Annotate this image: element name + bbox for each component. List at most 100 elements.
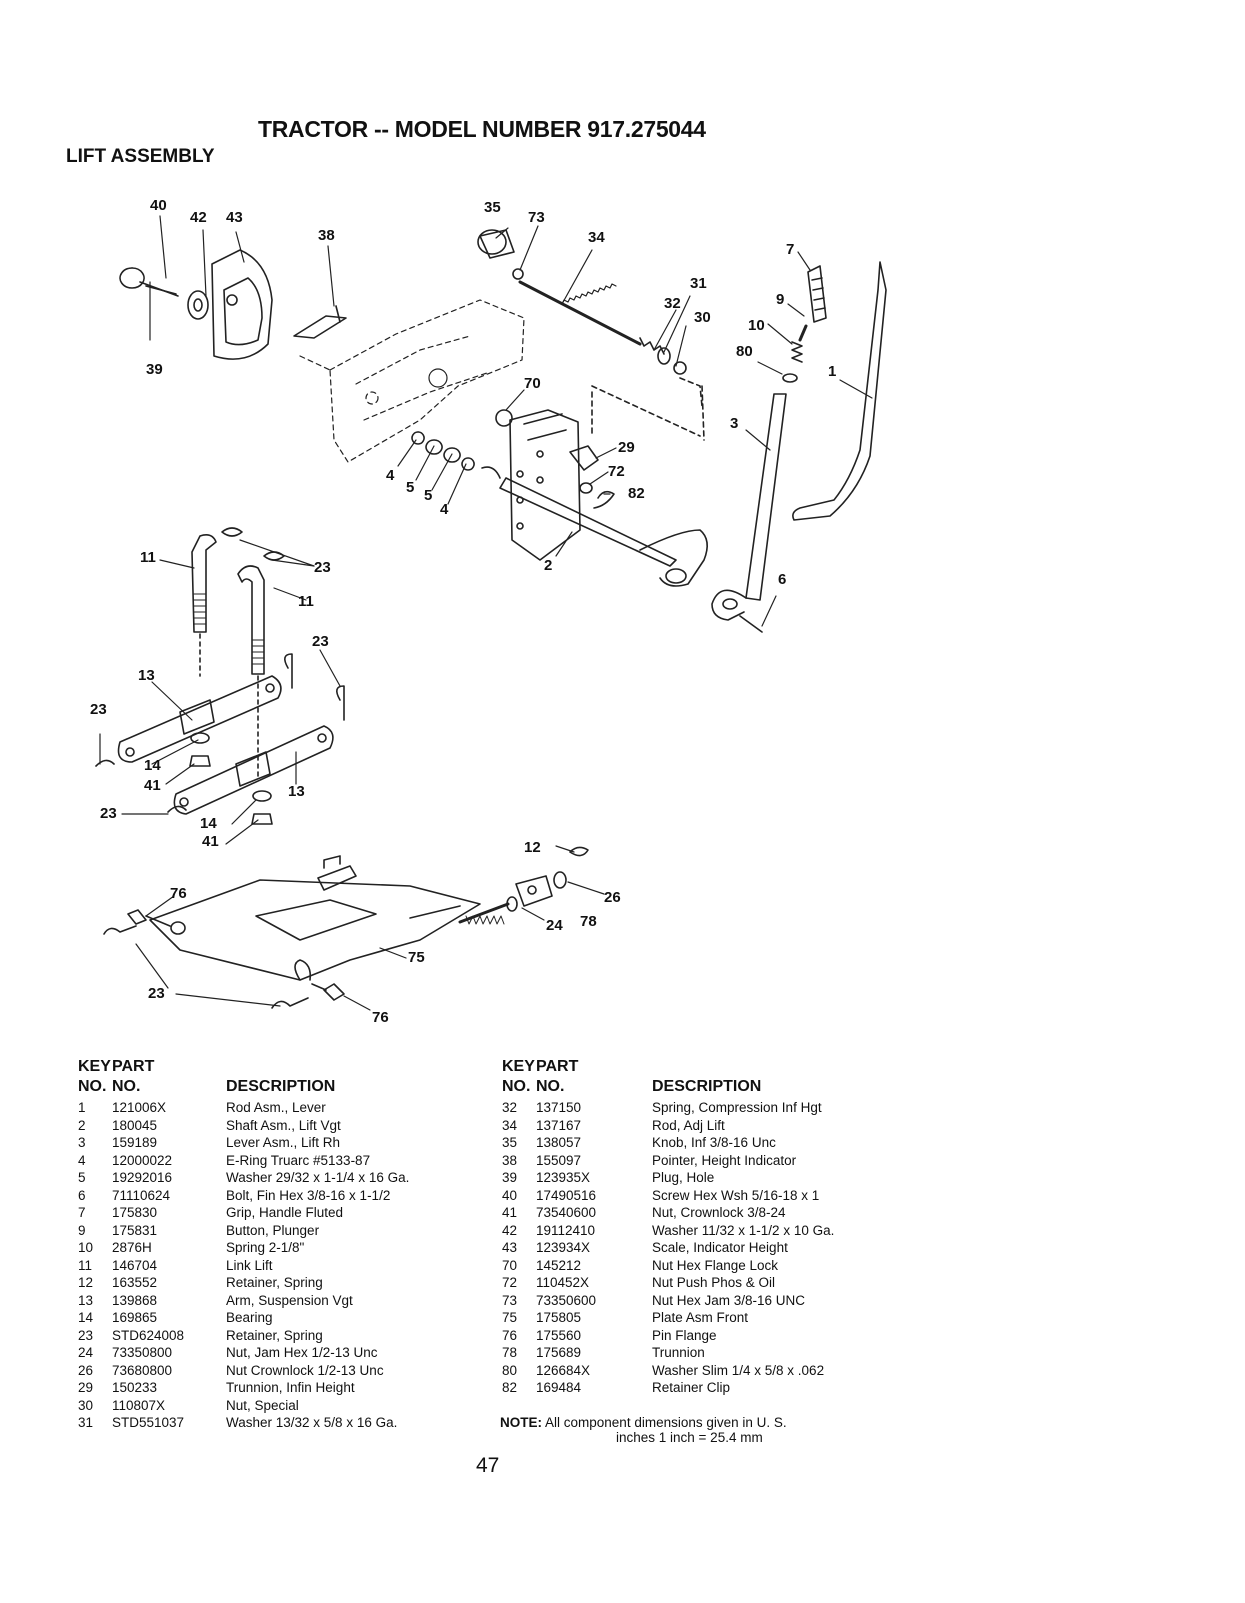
leader-lines bbox=[99, 215, 873, 1011]
key-no: 12 bbox=[78, 1275, 94, 1290]
key-no: 13 bbox=[78, 1292, 94, 1308]
key-no: 38 bbox=[502, 1152, 518, 1168]
part-description: Nut Hex Jam 3/8-16 UNC bbox=[652, 1292, 806, 1308]
callout-75: 75 bbox=[408, 949, 425, 966]
part-description: Scale, Indicator Height bbox=[652, 1240, 788, 1255]
callout-41a: 41 bbox=[144, 777, 161, 794]
callout-23d: 23 bbox=[100, 805, 117, 822]
part-no: 137167 bbox=[536, 1117, 582, 1133]
callout-24: 24 bbox=[546, 917, 563, 934]
part-no: 163552 bbox=[112, 1275, 158, 1290]
key-no: 82 bbox=[502, 1380, 518, 1395]
parts-row: 82 169484 Retainer Clip bbox=[502, 1380, 922, 1398]
key-no: 73 bbox=[502, 1292, 518, 1308]
part-description: Trunnion bbox=[652, 1345, 705, 1360]
adj-lift-rod bbox=[477, 229, 705, 441]
part-no: 121006X bbox=[112, 1100, 167, 1115]
part-description: Grip, Handle Fluted bbox=[226, 1205, 344, 1220]
lift-assembly-diagram: 40 42 43 38 39 35 73 34 31 32 30 7 9 10 … bbox=[90, 197, 887, 1026]
callout-1: 1 bbox=[828, 363, 836, 380]
callout-5a: 5 bbox=[406, 479, 414, 496]
suspension-arm-bottom bbox=[173, 725, 334, 815]
part-no: 2876H bbox=[112, 1240, 152, 1255]
part-no: 110807X bbox=[112, 1397, 166, 1413]
page-title: TRACTOR -- MODEL NUMBER 917.275044 bbox=[258, 116, 706, 142]
part-no: 169865 bbox=[112, 1310, 158, 1325]
part-description: Rod Asm., Lever bbox=[226, 1100, 326, 1115]
part-description: Spring 2-1/8" bbox=[226, 1240, 305, 1255]
part-description: Nut, Jam Hex 1/2-13 Unc bbox=[226, 1345, 378, 1360]
part-no: 175560 bbox=[536, 1327, 582, 1343]
callout-3: 3 bbox=[730, 415, 738, 432]
part-description: Nut, Crownlock 3/8-24 bbox=[652, 1205, 786, 1220]
part-description: Spring, Compression Inf Hgt bbox=[652, 1100, 822, 1115]
part-no: 123934X bbox=[536, 1240, 591, 1255]
callout-9: 9 bbox=[776, 291, 784, 308]
parts-row: 43 123934X Scale, Indicator Height bbox=[502, 1240, 922, 1258]
front-spring-trunnion bbox=[458, 846, 589, 925]
no-label: NO. bbox=[502, 1078, 531, 1095]
callout-40: 40 bbox=[150, 197, 167, 214]
key-no: 5 bbox=[78, 1170, 86, 1185]
key-no: 14 bbox=[78, 1310, 94, 1325]
note-label: NOTE: bbox=[500, 1415, 542, 1430]
key-no: 34 bbox=[502, 1117, 518, 1133]
no-label: NO. bbox=[536, 1078, 565, 1095]
part-no: 159189 bbox=[112, 1135, 158, 1150]
part-description: Trunnion, Infin Height bbox=[226, 1380, 355, 1395]
key-no: 3 bbox=[78, 1135, 86, 1150]
description-label: DESCRIPTION bbox=[652, 1078, 762, 1095]
height-pointer bbox=[293, 305, 347, 339]
part-description: Washer Slim 1/4 x 5/8 x .062 bbox=[652, 1362, 825, 1378]
trunnion-group bbox=[569, 445, 615, 509]
part-description: Retainer Clip bbox=[652, 1380, 731, 1395]
callout-13b: 13 bbox=[288, 783, 305, 800]
key-no: 42 bbox=[502, 1222, 518, 1238]
part-label: PART bbox=[112, 1058, 155, 1075]
part-description: Nut Push Phos & Oil bbox=[652, 1275, 776, 1290]
part-description: Bolt, Fin Hex 3/8-16 x 1-1/2 bbox=[226, 1187, 391, 1203]
part-no: 19112410 bbox=[536, 1222, 596, 1238]
callout-4b: 4 bbox=[440, 501, 449, 518]
callout-39: 39 bbox=[146, 361, 163, 378]
callout-13a: 13 bbox=[138, 667, 155, 684]
dimension-note: NOTE: All component dimensions given in … bbox=[500, 1415, 787, 1445]
key-no: 1 bbox=[78, 1100, 86, 1115]
description-label: DESCRIPTION bbox=[226, 1078, 336, 1095]
key-no: 40 bbox=[502, 1187, 518, 1203]
part-description: Plate Asm Front bbox=[652, 1310, 749, 1325]
part-description: Nut Crownlock 1/2-13 Unc bbox=[226, 1362, 384, 1378]
callout-29: 29 bbox=[618, 439, 635, 456]
part-no: STD551037 bbox=[112, 1415, 185, 1430]
part-description: Screw Hex Wsh 5/16-18 x 1 bbox=[652, 1187, 820, 1203]
callout-42: 42 bbox=[190, 209, 207, 226]
key-no: 4 bbox=[78, 1152, 86, 1168]
key-no: 43 bbox=[502, 1240, 518, 1255]
part-no: 137150 bbox=[536, 1100, 582, 1115]
callout-31: 31 bbox=[690, 275, 707, 292]
part-no: 175689 bbox=[536, 1345, 582, 1360]
callout-14b: 14 bbox=[200, 815, 217, 832]
callout-32: 32 bbox=[664, 295, 681, 312]
key-no: 41 bbox=[502, 1205, 518, 1220]
part-no: 169484 bbox=[536, 1380, 582, 1395]
part-description: Shaft Asm., Lift Vgt bbox=[226, 1117, 341, 1133]
part-description: Washer 29/32 x 1-1/4 x 16 Ga. bbox=[226, 1170, 410, 1185]
part-no: 73350600 bbox=[536, 1292, 597, 1308]
